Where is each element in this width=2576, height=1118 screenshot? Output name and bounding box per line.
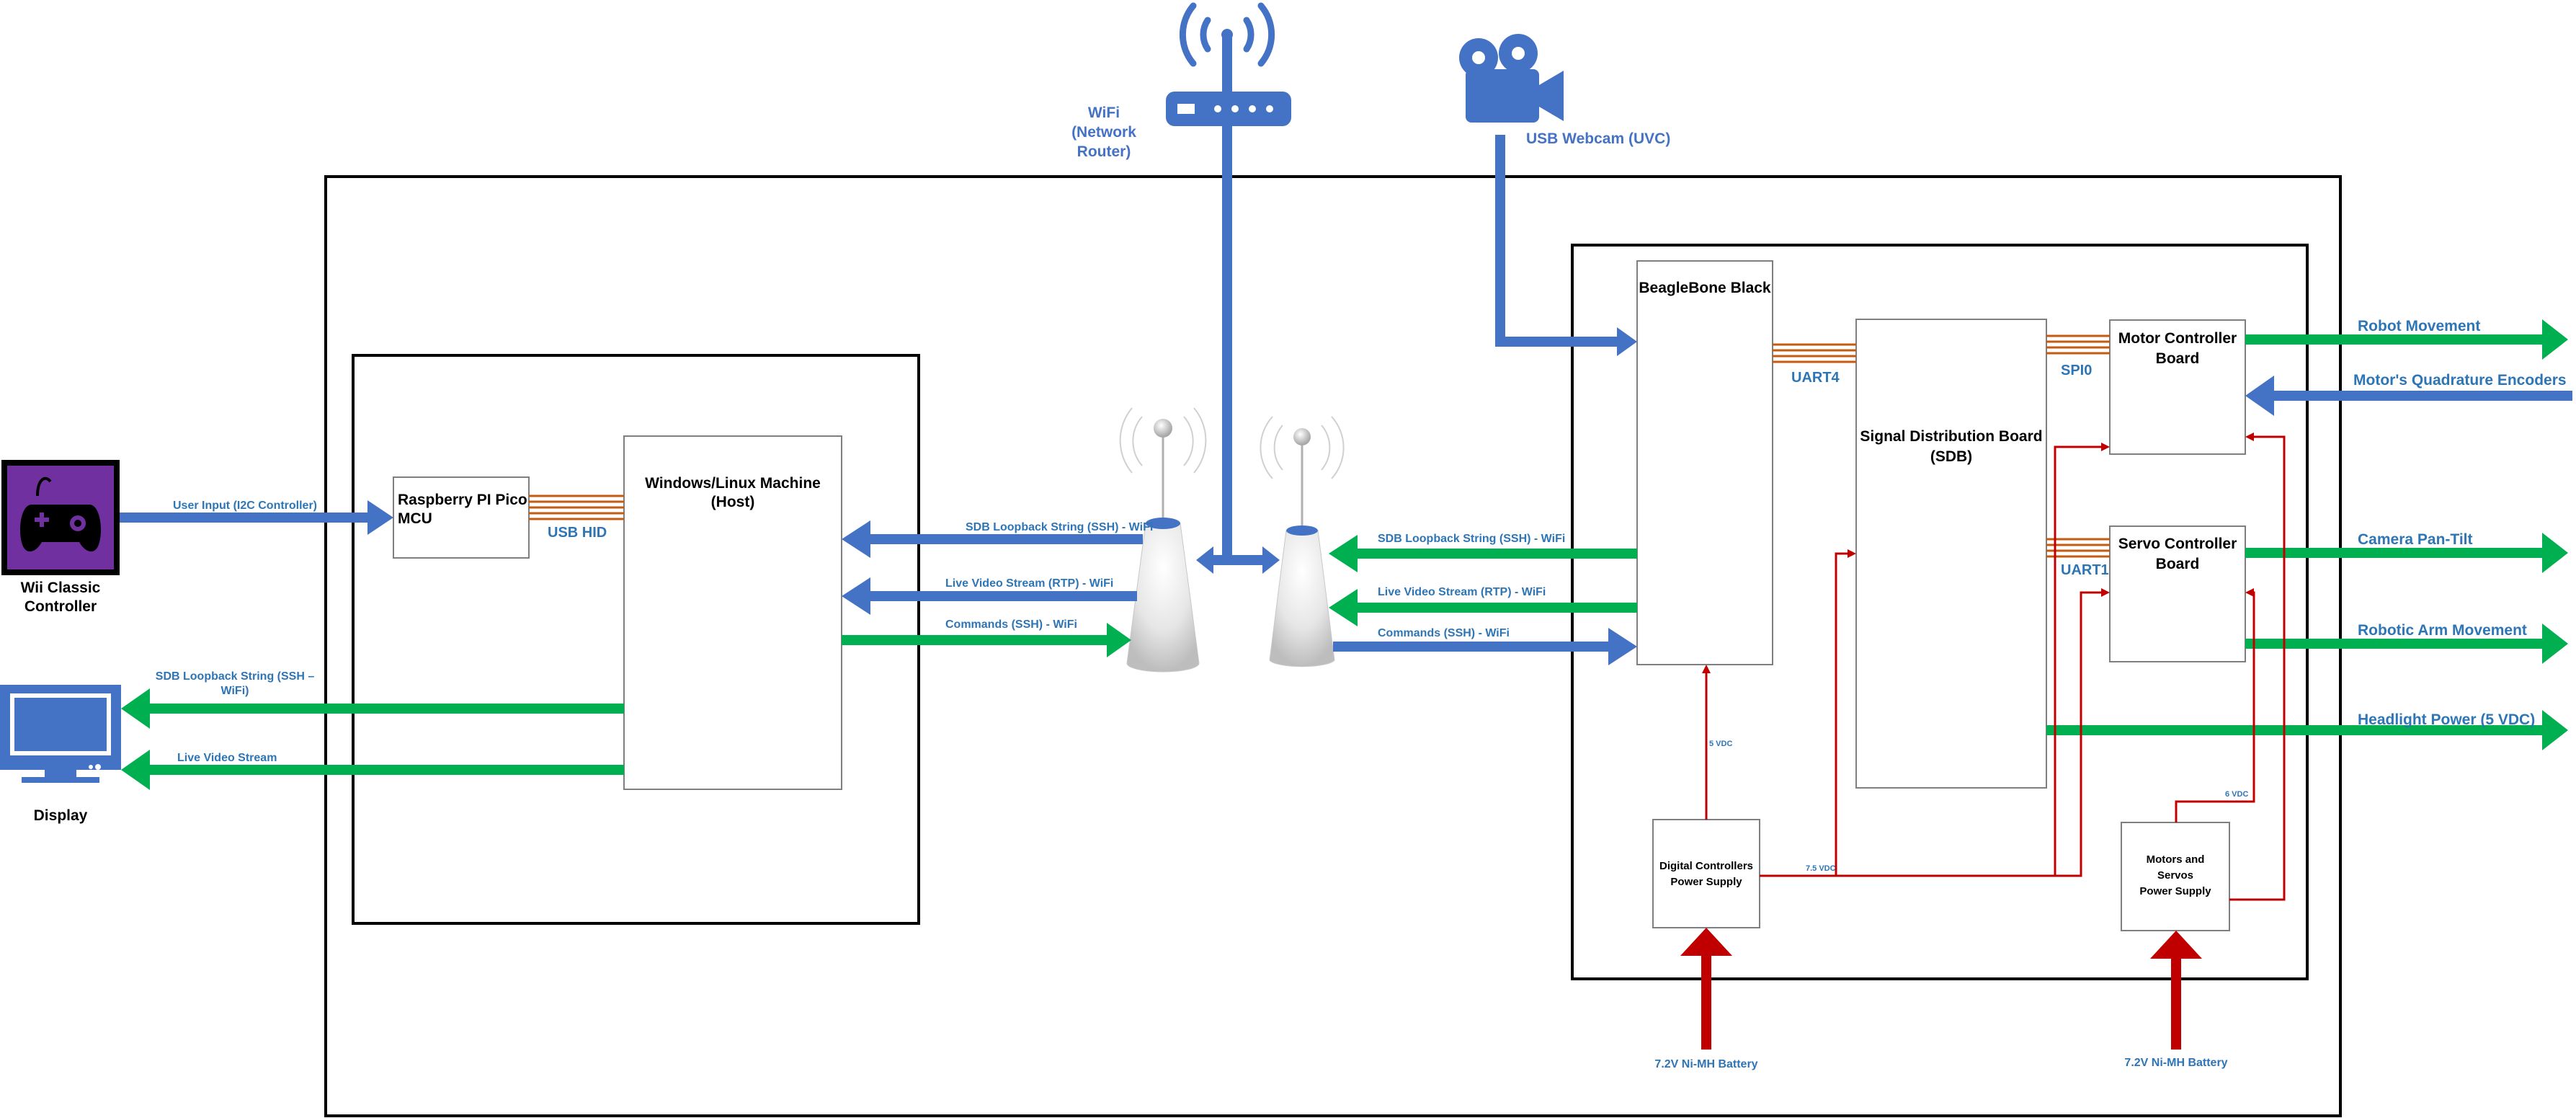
display-label: Display <box>34 807 88 824</box>
servo-controller-box[interactable] <box>2109 525 2246 662</box>
uart1-label: UART1 <box>2061 562 2109 578</box>
camera-pan-tilt-link <box>2245 533 2568 573</box>
live-video-host-label: Live Video Stream (RTP) - WiFi <box>945 577 1113 590</box>
sdb-box[interactable] <box>1855 319 2047 789</box>
power-arrowheads <box>1702 432 2254 673</box>
bbb-label: BeagleBone Black <box>1639 280 1771 296</box>
user-input-link <box>120 500 393 535</box>
spi0-label: SPI0 <box>2061 363 2092 378</box>
battery-right-label: 7.2V Ni-MH Battery <box>2124 1057 2227 1069</box>
live-video-display-link <box>121 750 624 790</box>
commands-bbb-label: Commands (SSH) - WiFi <box>1378 627 1510 639</box>
v75-label: 7.5 VDC <box>1806 864 1836 873</box>
spi0-bus <box>2046 334 2110 355</box>
live-video-host-link <box>842 577 1137 615</box>
motor-psu-box[interactable] <box>2121 822 2230 931</box>
live-video-bbb-link <box>1329 589 1637 626</box>
v5-label: 5 VDC <box>1709 740 1732 748</box>
v6-label: 6 VDC <box>2225 790 2248 799</box>
uart4-label: UART4 <box>1791 370 1840 386</box>
robot-movement-link <box>2245 319 2568 360</box>
usb-hid-label: USB HID <box>548 525 607 541</box>
wifi-router-icon <box>1166 2 1291 126</box>
robot-movement-label: Robot Movement <box>2358 318 2480 334</box>
live-video-bbb-label: Live Video Stream (RTP) - WiFi <box>1378 586 1546 598</box>
motor-controller-box[interactable] <box>2109 319 2246 455</box>
uart1-bus <box>2046 538 2110 558</box>
sdb-loopback-bbb-link <box>1329 535 1637 572</box>
monitor-icon <box>0 685 121 783</box>
uart4-bus <box>1773 343 1856 363</box>
host-box[interactable] <box>623 435 842 790</box>
sdb-label: Signal Distribution Board(SDB) <box>1860 428 2042 465</box>
webcam-label: USB Webcam (UVC) <box>1526 130 1670 147</box>
live-video-display-label: Live Video Stream <box>177 752 277 764</box>
headlight-label: Headlight Power (5 VDC) <box>2358 711 2535 728</box>
commands-bbb-link <box>1333 628 1637 665</box>
battery-right-link <box>2150 931 2202 1050</box>
battery-left-label: 7.2V Ni-MH Battery <box>1654 1058 1757 1070</box>
host-label: Windows/Linux Machine(Host) <box>645 475 821 510</box>
headlight-power-link <box>2046 710 2568 750</box>
pico-box[interactable] <box>393 476 530 559</box>
sdb-loopback-display-link <box>121 688 624 729</box>
usb-hid-bus <box>529 494 624 520</box>
user-input-label: User Input (I2C Controller) <box>173 500 317 512</box>
sdb-loopback-display-label: SDB Loopback String (SSH –WiFi) <box>156 670 315 697</box>
router-backbone-link <box>1196 126 1280 574</box>
encoders-label: Motor's Quadrature Encoders <box>2353 372 2567 389</box>
wireless-access-point-icon <box>1260 416 1345 667</box>
battery-left-link <box>1680 928 1732 1050</box>
robotic-arm-label: Robotic Arm Movement <box>2358 622 2527 639</box>
wireless-access-point-icon <box>1119 407 1207 673</box>
webcam-usb-link <box>1495 135 1637 356</box>
sdb-loopback-host-link <box>842 520 1143 558</box>
commands-host-link <box>842 623 1131 657</box>
digital-psu-box[interactable] <box>1652 819 1760 928</box>
sdb-loopback-host-label: SDB Loopback String (SSH) - WiFi <box>966 521 1153 533</box>
encoders-link <box>2245 376 2572 416</box>
robotic-arm-link <box>2245 624 2568 664</box>
camera-pan-tilt-label: Camera Pan-Tilt <box>2358 531 2473 548</box>
video-camera-icon <box>1459 34 1564 123</box>
commands-host-label: Commands (SSH) - WiFi <box>945 618 1077 631</box>
sdb-loopback-bbb-label: SDB Loopback String (SSH) - WiFi <box>1378 533 1565 545</box>
bbb-box[interactable] <box>1636 260 1773 665</box>
gamepad-icon <box>1 460 120 575</box>
